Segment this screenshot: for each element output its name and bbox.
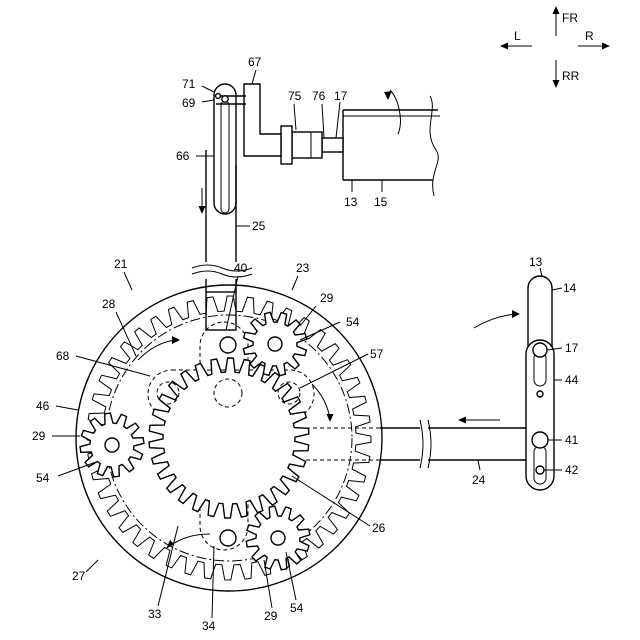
rear-label: RR xyxy=(562,69,580,83)
label-17-top: 17 xyxy=(334,89,348,103)
label-29-top: 29 xyxy=(320,291,334,305)
label-75: 75 xyxy=(288,89,302,103)
label-66: 66 xyxy=(176,149,190,163)
label-13-top: 13 xyxy=(529,255,543,269)
label-67: 67 xyxy=(248,55,262,69)
right-crank xyxy=(474,276,554,490)
label-25: 25 xyxy=(252,219,266,233)
label-76: 76 xyxy=(312,89,326,103)
label-41: 41 xyxy=(565,433,579,447)
label-68: 68 xyxy=(56,349,70,363)
label-71: 71 xyxy=(182,77,196,91)
label-34: 34 xyxy=(202,619,216,633)
label-44: 44 xyxy=(565,373,579,387)
planet-gear-top xyxy=(243,312,306,375)
label-29-left: 29 xyxy=(32,429,46,443)
direction-indicator: FR RR L R xyxy=(500,6,610,88)
label-13-motor: 13 xyxy=(344,195,358,209)
label-14: 14 xyxy=(563,281,577,295)
label-46: 46 xyxy=(36,399,50,413)
label-24: 24 xyxy=(472,473,486,487)
horizontal-rod xyxy=(380,417,538,469)
crank-arm xyxy=(244,84,281,156)
label-54-top: 54 xyxy=(346,315,360,329)
label-23: 23 xyxy=(296,261,310,275)
label-57: 57 xyxy=(370,347,384,361)
motor-shaft xyxy=(281,126,343,164)
label-29-bottom: 29 xyxy=(264,609,278,623)
planet-gear-bottom xyxy=(246,506,310,570)
planet-gear-left xyxy=(80,413,144,477)
front-label: FR xyxy=(562,11,578,25)
label-27: 27 xyxy=(72,569,86,583)
label-17-right: 17 xyxy=(565,341,579,355)
label-26: 26 xyxy=(372,521,386,535)
label-42: 42 xyxy=(565,463,579,477)
label-54-bottom: 54 xyxy=(290,601,304,615)
label-15: 15 xyxy=(374,195,388,209)
label-69: 69 xyxy=(182,96,196,110)
sun-gear xyxy=(149,358,309,518)
label-33: 33 xyxy=(148,607,162,621)
motor-body xyxy=(343,90,440,196)
label-21: 21 xyxy=(114,257,128,271)
right-label: R xyxy=(585,29,594,43)
label-54-left: 54 xyxy=(36,471,50,485)
label-28: 28 xyxy=(102,297,116,311)
label-40: 40 xyxy=(234,261,248,275)
left-label: L xyxy=(514,29,521,43)
